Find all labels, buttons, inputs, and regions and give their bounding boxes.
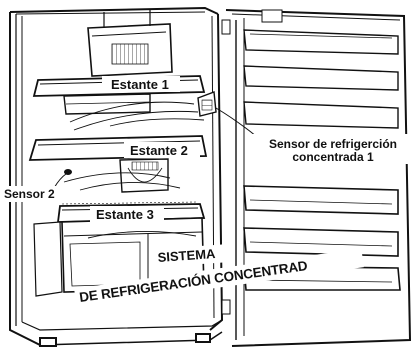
sensor-1-label-line1: Sensor de refrigerción bbox=[269, 137, 397, 151]
sensor-1-device bbox=[197, 91, 217, 117]
system-label-line1: SISTEMA bbox=[157, 246, 216, 265]
control-box bbox=[87, 10, 173, 77]
sensor-callouts: Sensor de refrigerción concentrada 1 Sen… bbox=[2, 134, 414, 202]
sensor-1-label-line2: concentrada 1 bbox=[292, 150, 374, 164]
airflow-lines bbox=[63, 101, 205, 239]
sensor-2-device bbox=[64, 169, 72, 175]
shelf-1-label: Estante 1 bbox=[111, 77, 169, 92]
cabinet bbox=[9, 6, 224, 347]
sensor-2-label: Sensor 2 bbox=[4, 187, 55, 201]
door bbox=[221, 9, 412, 347]
crisper-drawers bbox=[33, 217, 205, 297]
shelf-2-label: Estante 2 bbox=[130, 143, 188, 158]
shelf-labels: Estante 1 Estante 2 Estante 3 bbox=[90, 76, 200, 222]
shelf-3-label: Estante 3 bbox=[96, 207, 154, 222]
